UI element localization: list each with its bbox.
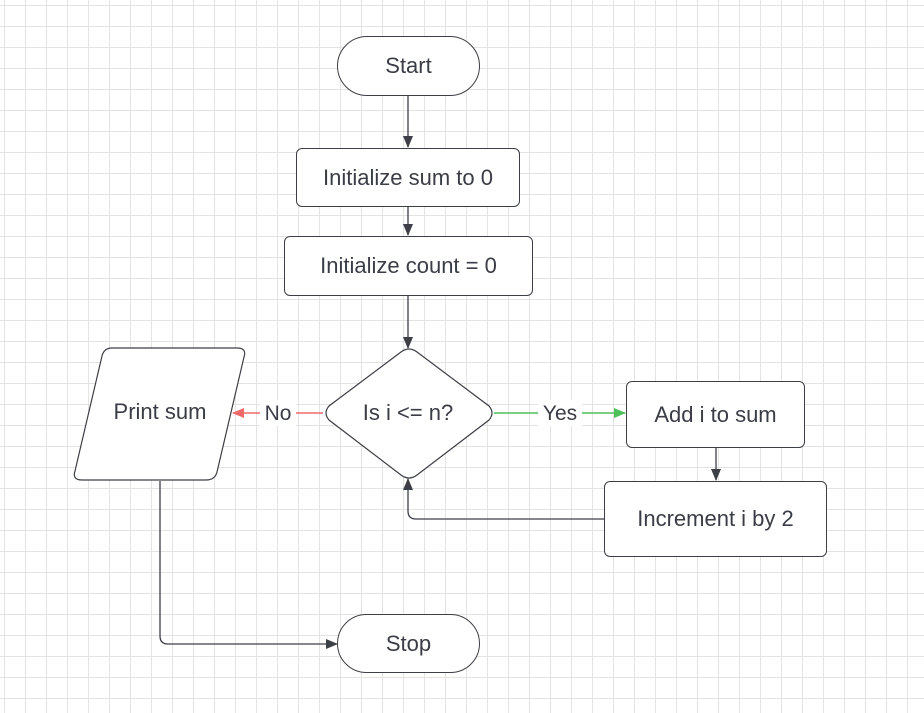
- yes-label-background: [538, 400, 582, 426]
- stop-label: Stop: [385, 630, 432, 656]
- no-label: No: [265, 402, 292, 425]
- init-sum-process[interactable]: Initialize sum to 0: [296, 148, 520, 207]
- connector-print-to-stop[interactable]: [159, 481, 338, 649]
- increment-label: Increment i by 2: [637, 506, 794, 531]
- init-count-process[interactable]: Initialize count = 0: [284, 236, 533, 296]
- add-to-sum-process[interactable]: Add i to sum: [626, 381, 805, 448]
- yes-label: Yes: [543, 402, 577, 425]
- init-sum-label: Initialize sum to 0: [323, 164, 493, 190]
- print-sum-io[interactable]: Print sum: [72, 347, 248, 481]
- init-count-label: Initialize count = 0: [320, 253, 497, 278]
- no-label-background: [260, 400, 296, 426]
- stop-terminal[interactable]: Stop: [337, 614, 480, 673]
- increment-process[interactable]: Increment i by 2: [604, 481, 827, 557]
- start-terminal[interactable]: Start: [337, 36, 480, 96]
- add-label: Add i to sum: [654, 401, 777, 427]
- connector-increment-loop-back[interactable]: [403, 478, 604, 520]
- start-label: Start: [385, 53, 432, 78]
- print-label: Print sum: [114, 399, 207, 424]
- decision-label: Is i <= n?: [363, 400, 454, 425]
- decision-diamond[interactable]: Is i <= n?: [322, 348, 496, 480]
